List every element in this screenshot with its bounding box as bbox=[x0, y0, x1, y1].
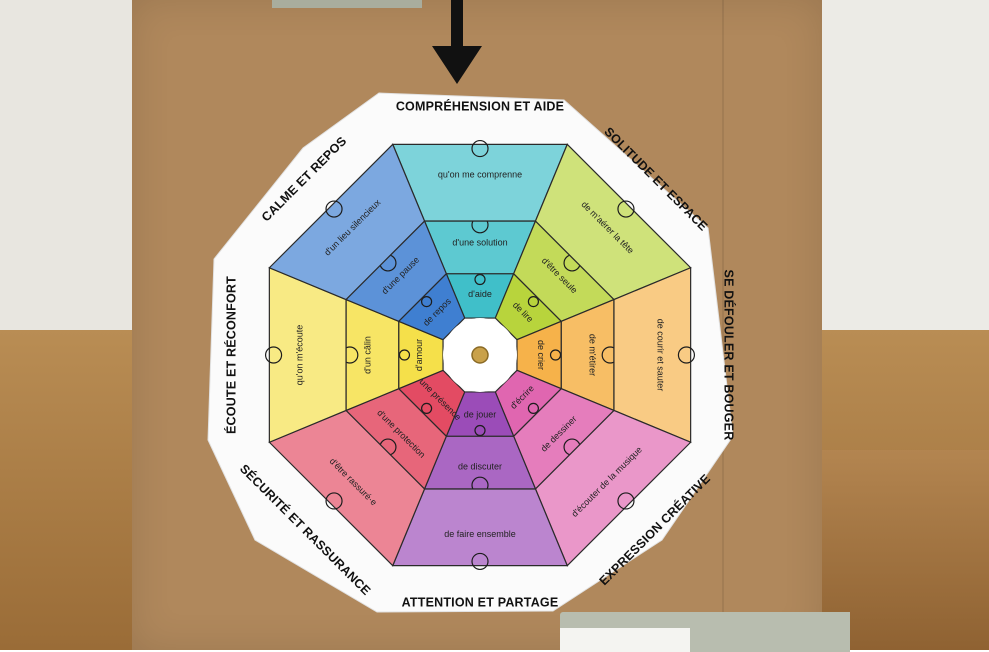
book-icon bbox=[527, 295, 540, 308]
wheel-cell-outer_ring-7 bbox=[268, 143, 426, 301]
category-label-6: ÉCOUTE ET RÉCONFORT bbox=[223, 276, 238, 434]
hourglass-icon bbox=[325, 492, 343, 510]
wheel-caption-middle_ring-6: d'un câlin bbox=[362, 336, 372, 374]
wheel-caption-outer_ring-6: qu'on m'écoute bbox=[295, 325, 305, 385]
wheel-caption-inner_ring-0: d'aide bbox=[468, 289, 492, 299]
wheel-caption-inner_ring-6: d'amour bbox=[414, 339, 424, 371]
down-arrow-icon bbox=[432, 0, 482, 84]
wheel-caption-middle_ring-4: de discuter bbox=[458, 461, 502, 471]
wheel-caption-inner_ring-2: de crier bbox=[536, 340, 546, 370]
wind-icon bbox=[617, 200, 635, 218]
wheel-caption-outer_ring-4: de faire ensemble bbox=[444, 529, 516, 539]
jump-icon bbox=[677, 346, 696, 364]
hands-icon bbox=[471, 552, 489, 571]
dice-icon bbox=[474, 424, 486, 437]
wheel-caption-inner_ring-4: de jouer bbox=[464, 410, 497, 420]
top-paper-tag bbox=[272, 0, 422, 8]
wheel-caption-outer_ring-0: qu'on me comprenne bbox=[438, 170, 522, 180]
category-label-4: ATTENTION ET PARTAGE bbox=[402, 595, 559, 609]
bottom-paper-label bbox=[560, 628, 690, 652]
category-label-2: SE DÉFOULER ET BOUGER bbox=[722, 270, 737, 441]
wheel-caption-outer_ring-2: de courir et sauter bbox=[655, 319, 665, 392]
ear-icon bbox=[264, 346, 283, 364]
wheel-caption-middle_ring-2: de m'étirer bbox=[588, 334, 598, 376]
headphones-icon bbox=[617, 492, 635, 510]
head-icon bbox=[471, 139, 489, 158]
wall-left bbox=[0, 0, 150, 340]
shout-icon bbox=[549, 349, 562, 361]
lake-icon bbox=[325, 200, 343, 218]
hand-icon bbox=[420, 402, 433, 415]
pen-icon bbox=[527, 402, 540, 415]
cardboard-seam bbox=[722, 0, 724, 650]
pin-icon bbox=[471, 346, 489, 364]
category-label-0: COMPRÉHENSION ET AIDE bbox=[396, 98, 564, 113]
heart-icon bbox=[398, 349, 411, 361]
bed-icon bbox=[420, 295, 433, 308]
handshake-icon bbox=[474, 273, 486, 286]
wheel-caption-middle_ring-0: d'une solution bbox=[452, 237, 507, 247]
